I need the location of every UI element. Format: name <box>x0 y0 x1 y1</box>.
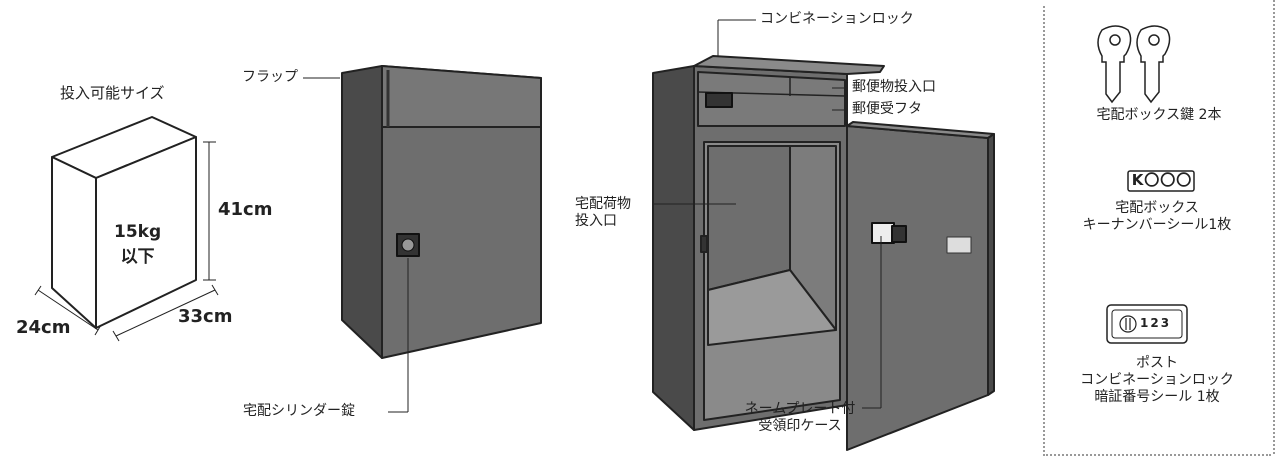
closed-box <box>341 65 542 359</box>
key-sticker-badge: K〇〇〇 <box>1131 171 1193 189</box>
nameplate-label: ネームプレート付 受領印ケース <box>738 401 862 435</box>
closed-box-flap <box>381 65 542 128</box>
keys-label: 宅配ボックス鍵 2本 <box>1096 107 1222 123</box>
combination-lock-label: コンビネーションロック <box>760 11 914 27</box>
open-box <box>652 55 995 451</box>
open-box-lid <box>693 55 885 75</box>
nameplate-case <box>871 222 895 244</box>
size-cube <box>51 116 197 329</box>
keys-icon <box>1097 25 1171 104</box>
accessories-panel-right-border <box>1273 0 1275 454</box>
code-sticker-label-line3: 暗証番号シール 1枚 <box>1094 389 1220 405</box>
cube-front-face <box>95 136 197 329</box>
key-sticker-label-line2: キーナンバーシール1枚 <box>1082 217 1232 233</box>
code-sticker-label: ポスト コンビネーションロック 暗証番号シール 1枚 <box>1050 355 1264 406</box>
open-door <box>846 125 989 451</box>
open-box-side <box>652 65 695 431</box>
mail-compartment <box>697 71 846 127</box>
key-sticker-label-line1: 宅配ボックス <box>1115 200 1199 216</box>
nameplate-label-line2: 受領印ケース <box>758 418 842 434</box>
size-title: 投入可能サイズ <box>60 84 165 102</box>
nameplate-label-line1: ネームプレート付 <box>744 401 856 417</box>
parcel-slot-label-line1: 宅配荷物 <box>575 196 631 212</box>
cube-left-face <box>51 156 97 329</box>
leader-lines <box>303 19 882 413</box>
cylinder-lock-label: 宅配シリンダー錠 <box>243 403 355 419</box>
parcel-slot-label-line2: 投入口 <box>575 213 617 229</box>
key-number-sticker <box>1127 170 1195 192</box>
mail-lid-label: 郵便受フタ <box>852 101 922 117</box>
code-sticker-label-line1: ポスト <box>1136 355 1178 371</box>
weight-limit-value: 15kg <box>114 222 162 242</box>
dimension-lines <box>34 141 219 342</box>
flap-label: フラップ <box>242 69 298 85</box>
closed-box-side <box>341 65 383 359</box>
combination-lock <box>705 92 733 108</box>
width-dimension: 33cm <box>178 306 233 327</box>
depth-dimension: 24cm <box>16 317 71 338</box>
height-dimension: 41cm <box>218 199 273 220</box>
parcel-slot-label: 宅配荷物 投入口 <box>575 196 631 230</box>
combination-code-sticker <box>1106 304 1188 344</box>
accessories-panel <box>1043 6 1271 456</box>
weight-limit: 15kg 以下 <box>114 222 161 267</box>
weight-limit-suffix: 以下 <box>120 247 155 267</box>
key-sticker-label: 宅配ボックス キーナンバーシール1枚 <box>1050 200 1264 234</box>
mail-slot-label: 郵便物投入口 <box>852 79 936 95</box>
door-latch <box>946 236 972 254</box>
code-sticker-digits: 123 <box>1140 316 1172 330</box>
code-sticker-label-line2: コンビネーションロック <box>1080 372 1234 388</box>
